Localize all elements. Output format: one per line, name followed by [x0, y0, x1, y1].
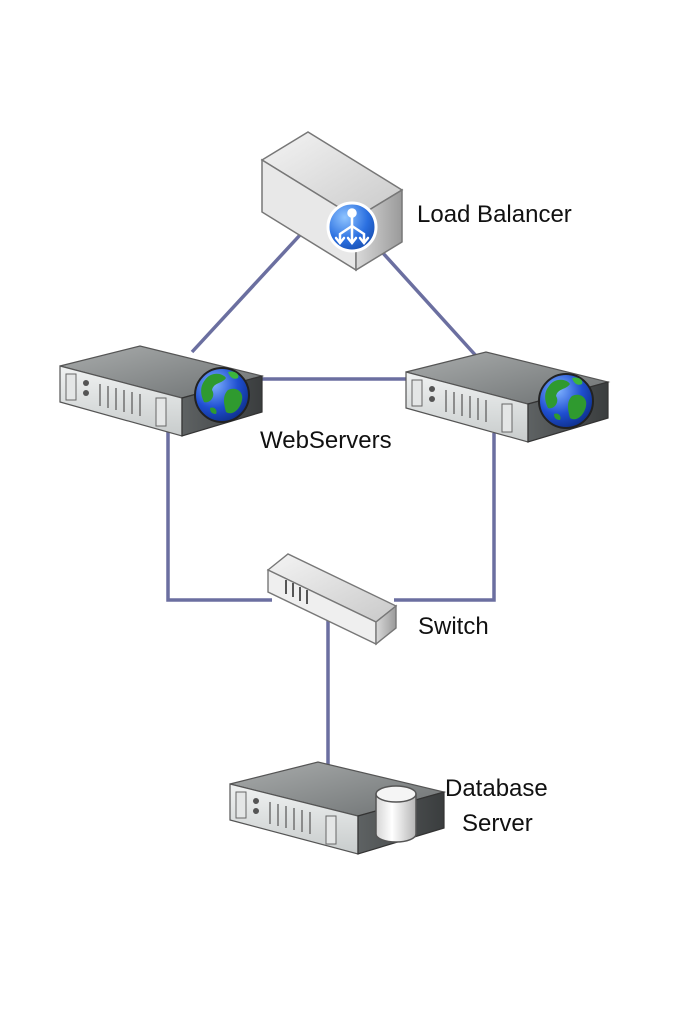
database-server-label-line1: Database [445, 775, 548, 802]
link-balancer-webserver-right [380, 250, 480, 360]
load-balancer-icon[interactable] [260, 131, 404, 272]
globe-icon [538, 373, 594, 429]
network-switch-icon[interactable] [266, 553, 398, 646]
webservers-label: WebServers [260, 427, 392, 454]
switch-label: Switch [418, 613, 489, 640]
link-balancer-webserver-left [190, 233, 302, 354]
connections [166, 233, 496, 766]
database-server-icon[interactable] [229, 761, 447, 855]
link-webserver-right-switch [394, 433, 496, 602]
load-balancer-label: Load Balancer [417, 201, 572, 228]
web-server-icon[interactable] [59, 345, 265, 437]
globe-icon [194, 367, 250, 423]
web-server-icon[interactable] [405, 351, 611, 443]
database-cylinder-icon [375, 785, 417, 843]
database-server-label-line2: Server [462, 810, 533, 837]
link-webserver-left-switch [166, 428, 272, 602]
